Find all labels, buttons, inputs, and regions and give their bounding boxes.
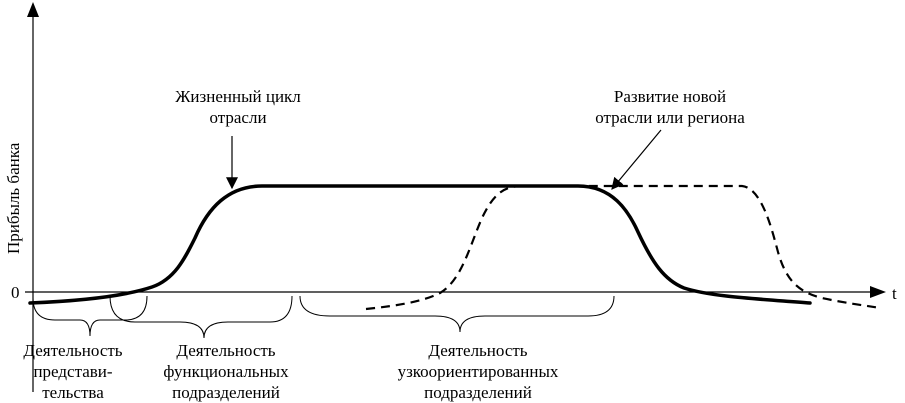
x-axis-arrow bbox=[870, 286, 886, 298]
new-development-curve bbox=[365, 184, 881, 311]
new-development-line-2: отрасли или региона bbox=[595, 108, 745, 127]
phase-1-line-3: тельства bbox=[42, 383, 104, 402]
phase-3-line-2: узкоориентированных bbox=[397, 362, 559, 381]
phase-1-line-1: Деятельность bbox=[23, 341, 123, 360]
industry-cycle-line-2: отрасли bbox=[209, 108, 267, 127]
origin-label: 0 bbox=[11, 283, 20, 302]
phase-2-line-2: функциональных bbox=[163, 362, 289, 381]
phase-brace-3 bbox=[299, 295, 615, 333]
new-development-pointer bbox=[611, 129, 662, 190]
industry-cycle-curve bbox=[28, 184, 812, 305]
phase-1-line-2: представи- bbox=[33, 362, 113, 381]
phase-3-line-1: Деятельность bbox=[428, 341, 528, 360]
phase-brace-1 bbox=[32, 295, 148, 337]
industry-cycle-line-1: Жизненный цикл bbox=[175, 87, 301, 106]
phase-2-line-3: подразделений bbox=[172, 383, 280, 402]
y-axis-label: Прибыль банка bbox=[4, 142, 23, 254]
y-axis-arrow bbox=[27, 2, 39, 17]
x-axis-label: t bbox=[892, 284, 897, 303]
new-development-line-1: Развитие новой bbox=[613, 87, 727, 106]
phase-2-line-1: Деятельность bbox=[176, 341, 276, 360]
phase-brace-2 bbox=[109, 295, 293, 339]
phase-3-line-3: подразделений bbox=[424, 383, 532, 402]
